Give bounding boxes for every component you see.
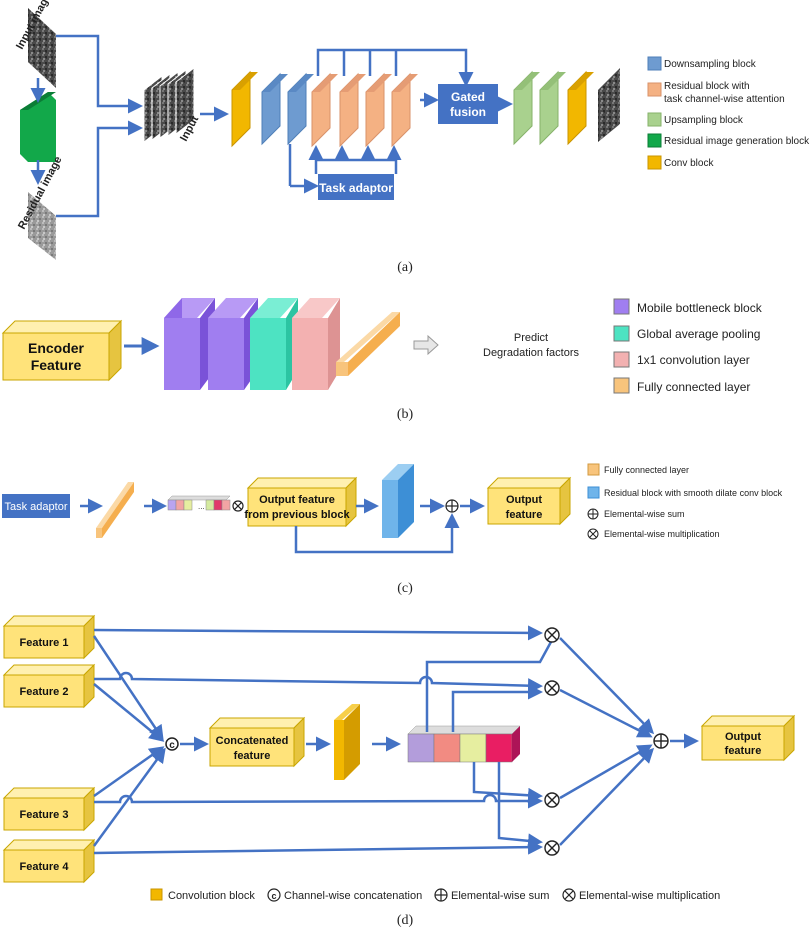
predict-label-2: Degradation factors [483,347,579,359]
legend-a: Downsampling block Residual block with t… [647,56,810,170]
downsampling-block [261,72,288,146]
downsampling-block [287,72,314,146]
legend-d-mult: Elemental-wise multiplication [579,890,720,902]
caption-d: (d) [397,913,414,928]
multiply-icon [544,792,560,808]
fully-connected-block-c [96,482,134,538]
legend-b-item: Global average pooling [637,327,760,341]
legend-c-item: Elemental-wise multiplication [604,529,720,539]
feature-box-1: Feature 1 [2,614,96,660]
global-average-pooling-block [250,298,298,390]
legend-a-item: Upsampling block [664,115,744,126]
panel-a: Input image Residual image Input [14,0,810,275]
attention-vector [407,725,521,763]
multiply-icon [544,627,560,643]
feature-box-3: Feature 3 [2,786,96,832]
gated-fusion-label-1: Gated [451,90,485,104]
legend-b-item: Mobile bottleneck block [637,301,763,315]
legend-c-item: Elemental-wise sum [604,509,685,519]
conv-block [231,70,258,148]
conv-block [567,70,594,146]
convolution-block-d [334,704,360,780]
gated-fusion-label-2: fusion [450,105,486,119]
sum-icon [445,499,459,513]
residual-block [339,72,366,148]
concat-label-2: feature [234,750,271,762]
mobile-bottleneck-block [164,298,215,390]
task-adaptor-label: Task adaptor [319,181,393,195]
multiply-icon [232,500,244,512]
legend-d-sum: Elemental-wise sum [451,890,549,902]
legend-c: Fully connected layer Residual block wit… [587,463,783,540]
legend-b: Mobile bottleneck block Global average p… [613,298,763,394]
concat-symbol: c [169,740,175,751]
legend-d-conv: Convolution block [168,890,255,902]
output-prev-label-1: Output feature [259,494,335,506]
legend-d: Convolution block c Channel-wise concate… [150,888,720,902]
output-feature-box-d: Output feature [700,714,796,762]
multiply-icon [544,680,560,696]
feature-box-2: Feature 2 [2,663,96,709]
multiply-icon [544,840,560,856]
predict-label-1: Predict [514,332,548,344]
legend-b-item: Fully connected layer [637,380,750,394]
caption-c: (c) [397,581,413,596]
legend-d-concat-symbol: c [271,891,276,901]
feature-2-label: Feature 2 [20,686,69,698]
legend-b-item: 1x1 convolution layer [637,353,750,367]
output-prev-box: Output feature from previous block [244,476,358,528]
encoder-label-2: Feature [31,357,82,373]
feature-4-label: Feature 4 [20,861,70,873]
legend-d-concat: Channel-wise concatenation [284,890,422,902]
output-label-c-1: Output [506,494,542,506]
output-prev-label-2: from previous block [244,509,350,521]
panel-d: Feature 1 Feature 2 Feature 3 Feature 4 [2,614,796,928]
residual-block [391,72,418,148]
residual-image-icon [28,192,56,260]
sum-icon [653,733,669,749]
conv1x1-block [292,298,340,390]
encoder-label-1: Encoder [28,340,85,356]
feature-box-4: Feature 4 [2,838,96,884]
legend-a-item: Residual block with [664,81,750,92]
legend-a-item: Residual image generation block [664,136,810,147]
output-label-d-1: Output [725,731,761,743]
arrow-right-icon [413,334,439,356]
feature-3-label: Feature 3 [20,809,69,821]
encoder-feature-box: Encoder Feature [1,319,123,382]
panel-b: Encoder Feature [1,298,763,422]
residual-block [365,72,392,148]
output-label-c-2: feature [506,509,543,521]
input-image-icon [28,8,56,88]
output-label-d-2: feature [725,745,762,757]
caption-a: (a) [397,260,413,275]
legend-a-item: Downsampling block [664,59,757,70]
concatenated-feature-box: Concatenated feature [208,716,306,768]
legend-a-item: task channel-wise attention [664,94,785,105]
fully-connected-block [336,312,400,376]
concat-icon: c [165,737,179,751]
residual-dilate-block [382,464,414,538]
task-adaptor-box [318,174,394,200]
input-stack-icon [175,66,195,136]
concat-label-1: Concatenated [216,735,289,747]
vector-dots: ... [198,502,205,511]
legend-a-item: Conv block [664,158,714,169]
panel-c: Task adaptor ... Output feat [2,463,783,596]
task-adaptor-label-c: Task adaptor [5,501,68,513]
feature-1-label: Feature 1 [20,637,69,649]
upsampling-block [539,70,566,146]
caption-b: (b) [397,407,414,422]
channel-vector: ... [167,495,231,511]
upsampling-block [513,70,540,146]
task-adaptor-box-c [2,494,70,518]
output-image-icon [598,68,620,142]
legend-c-item: Residual block with smooth dilate conv b… [604,488,783,498]
gated-fusion-box [438,84,498,124]
residual-block [311,72,338,148]
output-feature-box-c: Output feature [486,476,572,526]
residual-generation-block [20,92,56,162]
legend-c-item: Fully connected layer [604,465,689,475]
